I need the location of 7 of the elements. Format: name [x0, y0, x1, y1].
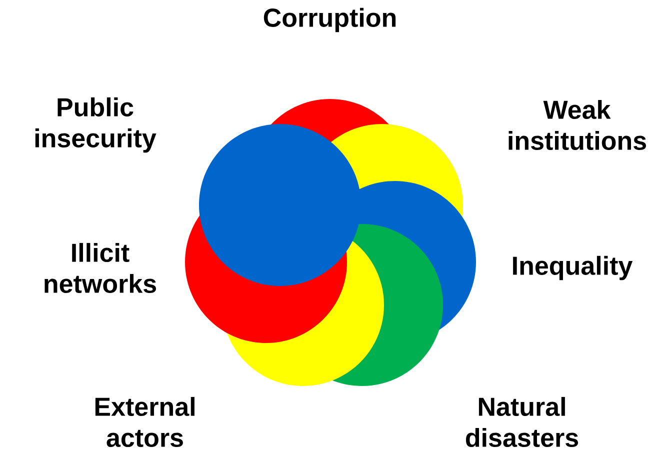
label: Natural disasters [466, 396, 578, 448]
label: Public insecurity [35, 97, 156, 153]
label: Weak institutions [508, 100, 646, 150]
label: Illicit networks [44, 242, 156, 294]
label: Corruption [264, 8, 396, 32]
label: External actors [95, 396, 194, 448]
label: Inequality [513, 256, 633, 280]
